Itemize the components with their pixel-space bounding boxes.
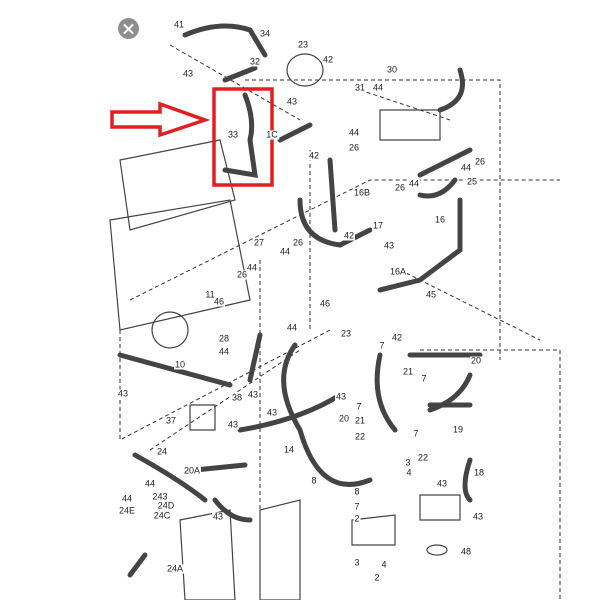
part-label-16: 16 [433,214,447,225]
part-label-43: 43 [116,388,130,399]
part-label-44: 44 [143,478,157,489]
part-label-44: 44 [217,346,231,357]
part-label-32: 32 [248,56,262,67]
part-label-2: 2 [373,572,381,583]
part-label-30: 30 [385,64,399,75]
part-label-43: 43 [211,511,225,522]
part-label-21: 21 [353,415,367,426]
part-label-42: 42 [307,150,321,161]
close-button[interactable] [118,18,139,39]
part-label-11: 11 [204,289,216,300]
part-label-34: 34 [258,28,272,39]
leader-lines [119,44,561,600]
part-label-44: 44 [285,322,299,333]
part-label-3: 3 [404,457,412,468]
part-label-4: 4 [380,559,388,570]
part-label-44: 44 [459,162,473,173]
part-label-43: 43 [181,68,195,79]
hoses [117,23,483,578]
part-label-38: 38 [230,392,244,403]
part-label-3: 3 [353,557,361,568]
part-label-1c: 1C [265,129,279,140]
part-label-24e: 24E [117,505,137,516]
part-label-44: 44 [278,246,292,257]
part-label-7: 7 [353,501,361,512]
part-label-16b: 16B [352,187,372,198]
part-label-26: 26 [347,142,361,153]
part-label-41: 41 [172,19,186,30]
part-label-42: 42 [342,230,356,241]
part-label-7: 7 [378,340,386,351]
part-label-25: 25 [465,176,479,187]
part-label-44: 44 [371,82,385,93]
part-label-26: 26 [291,237,305,248]
part-label-33: 33 [226,129,240,140]
part-label-46: 46 [212,296,226,307]
part-label-43: 43 [334,391,348,402]
part-label-17: 17 [371,220,385,231]
part-label-42: 42 [321,54,335,65]
part-label-28: 28 [217,333,231,344]
part-label-24d: 24D [156,500,176,511]
part-label-4: 4 [405,467,413,478]
part-label-22: 22 [353,431,367,442]
part-label-43: 43 [382,240,396,251]
part-label-43: 43 [265,407,279,418]
part-label-42: 42 [390,332,404,343]
part-label-2: 2 [353,513,361,524]
part-label-22: 22 [416,452,430,463]
part-label-243: 243 [151,491,169,502]
part-label-8: 8 [353,486,361,497]
part-label-43: 43 [435,478,449,489]
red-arrow-icon [110,101,211,138]
part-label-48: 48 [459,546,473,557]
part-label-24: 24 [155,446,169,457]
part-label-37: 37 [164,415,178,426]
part-label-19: 19 [451,424,465,435]
part-label-44: 44 [347,127,361,138]
part-label-43: 43 [471,511,485,522]
part-label-27: 27 [252,237,266,248]
part-label-45: 45 [424,289,438,300]
part-label-7: 7 [420,373,428,384]
part-label-26: 26 [235,269,249,280]
part-label-23: 23 [339,328,353,339]
part-label-44: 44 [120,493,134,504]
part-label-21: 21 [401,366,415,377]
part-label-26: 26 [473,156,487,167]
part-label-46: 46 [318,298,332,309]
part-label-20: 20 [469,355,483,366]
part-label-26: 26 [393,182,407,193]
part-label-44: 44 [407,178,421,189]
part-label-20a: 20A [182,465,202,476]
part-label-14: 14 [282,444,296,455]
part-label-16a: 16A [388,266,408,277]
part-label-24c: 24C [152,510,172,521]
part-label-44: 44 [245,262,259,273]
part-label-7: 7 [355,401,363,412]
part-label-7: 7 [412,428,420,439]
part-label-23: 23 [296,39,310,50]
part-label-18: 18 [472,467,486,478]
part-label-43: 43 [246,389,260,400]
part-label-10: 10 [173,359,187,370]
part-label-20: 20 [337,413,351,424]
part-label-24a: 24A [165,563,185,574]
part-label-43: 43 [226,419,240,430]
part-label-31: 31 [353,82,367,93]
part-label-43: 43 [285,96,299,107]
part-label-8: 8 [310,475,318,486]
